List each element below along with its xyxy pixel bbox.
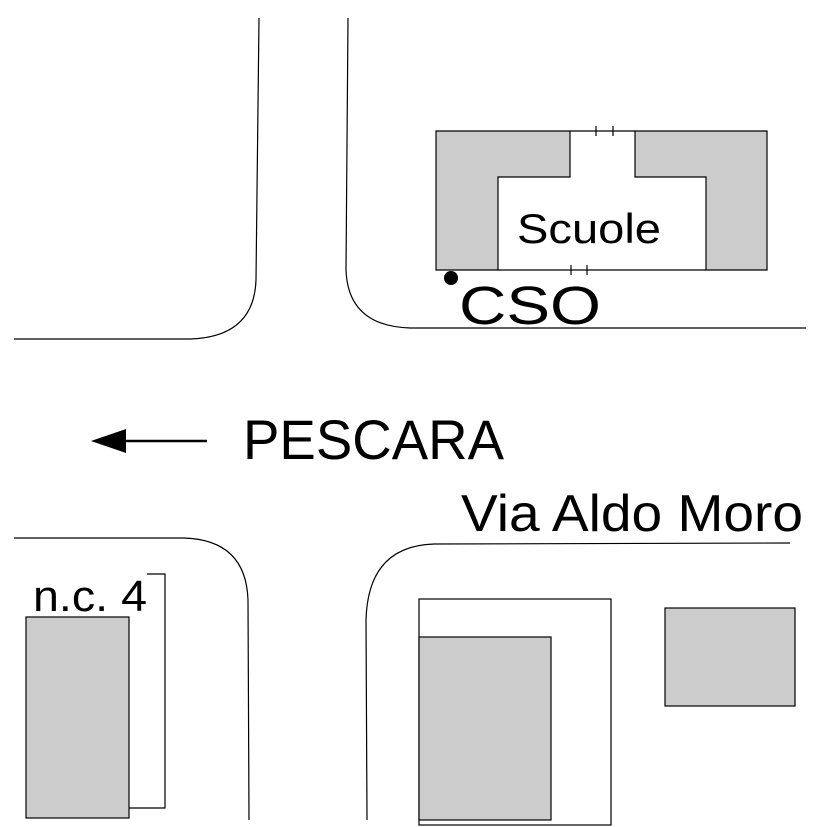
building-southeast-b bbox=[664, 607, 796, 707]
parcel-label: n.c. 4 bbox=[33, 572, 147, 621]
school-label: Scuole bbox=[517, 205, 661, 252]
road-edge-southeast bbox=[365, 542, 791, 821]
road-network bbox=[14, 17, 806, 821]
road-edge-northeast bbox=[345, 17, 806, 329]
parcel-boundary bbox=[129, 573, 166, 809]
point-marker-icon bbox=[444, 271, 458, 285]
road-edge-southwest bbox=[14, 537, 250, 821]
point-label: CSO bbox=[459, 276, 601, 336]
street-name-label: Via Aldo Moro bbox=[461, 485, 803, 543]
direction-label: PESCARA bbox=[243, 408, 505, 471]
cso-point: CSO bbox=[444, 271, 601, 336]
building-southeast-a bbox=[418, 636, 552, 821]
parcel-building bbox=[25, 616, 130, 819]
road-edge-northwest bbox=[14, 17, 260, 340]
direction-indicator: PESCARA bbox=[91, 408, 505, 471]
school-complex: Scuole bbox=[435, 126, 768, 275]
parcel-nc4: n.c. 4 bbox=[25, 572, 166, 819]
arrow-left-icon bbox=[91, 429, 207, 453]
southeast-buildings bbox=[418, 598, 796, 826]
